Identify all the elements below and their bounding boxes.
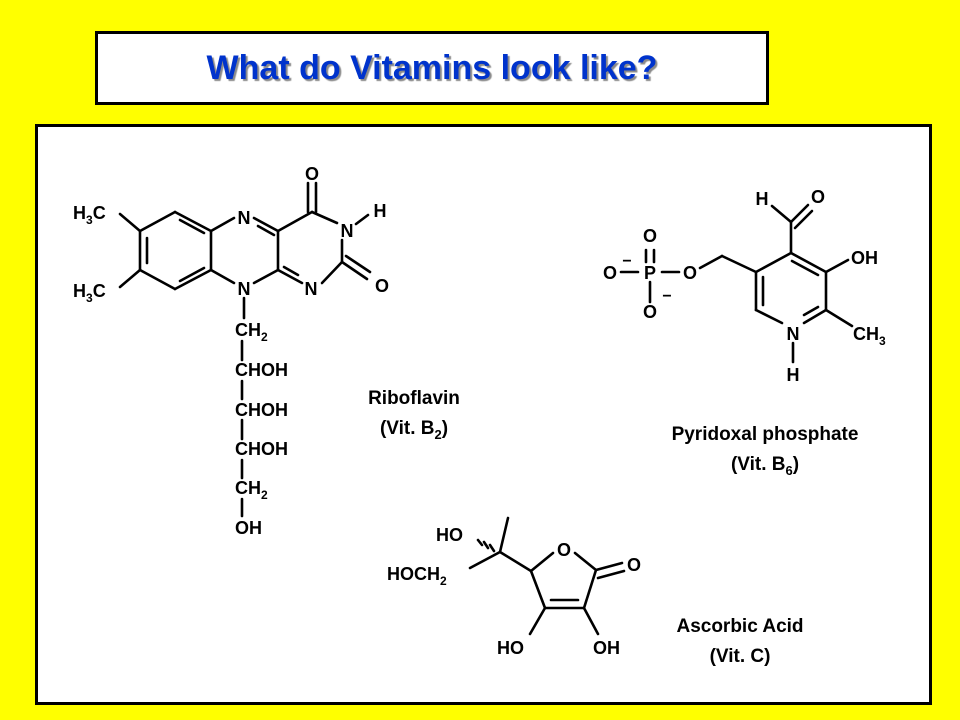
ascorbic-ho-top: HO [436,525,463,545]
ascorbic-oh-right: OH [593,638,620,658]
riboflavin-alias: (Vit. B2) [380,418,448,442]
pyridoxal-name: Pyridoxal phosphate [672,424,859,445]
riboflavin-name: Riboflavin [368,388,460,409]
riboflavin-o-top: O [305,164,319,184]
diagram-panel [35,124,932,705]
ascorbic-alias: (Vit. C) [710,646,771,667]
pyridoxal-h-aldehyde: H [756,189,769,209]
ascorbic-o-ring: O [557,540,571,560]
pyridoxal-o-right: O [683,263,697,283]
title-box: What do Vitamins look like? [95,31,769,105]
pyridoxal-p: P [644,263,656,283]
pyridoxal-h-n: H [787,365,800,385]
riboflavin-chain-choh-2: CHOH [235,400,288,420]
riboflavin-h: H [374,201,387,221]
pyridoxal-o-bottom: O [643,302,657,322]
pyridoxal-o-aldehyde: O [811,187,825,207]
riboflavin-n-top: N [238,208,251,228]
riboflavin-n-ring: N [341,221,354,241]
page-title: What do Vitamins look like? [206,48,658,87]
riboflavin-chain-choh-3: CHOH [235,439,288,459]
ascorbic-bonds [468,516,626,636]
pyridoxal-ch3: CH3 [853,324,886,348]
ascorbic-ho-left: HO [497,638,524,658]
riboflavin-chain-ch2-bottom: CH2 [235,478,268,502]
riboflavin-n-bottom: N [238,279,251,299]
riboflavin-n-mid: N [305,279,318,299]
pyridoxal-n: N [787,324,800,344]
riboflavin-chain-choh-1: CHOH [235,360,288,380]
ascorbic-o-carbonyl: O [627,555,641,575]
pyridoxal-minus-left: − [622,253,631,270]
riboflavin-o-right: O [375,276,389,296]
riboflavin-chain-ch2-top: CH2 [235,320,268,344]
pyridoxal-oh: OH [851,248,878,268]
riboflavin-methyl-bottom: H3C [73,281,106,305]
pyridoxal-minus-bottom: − [662,288,671,305]
riboflavin-structure: O N N H O N N H3C H3C CH2 CHOH CHOH CHOH… [73,164,460,538]
riboflavin-chain-oh: OH [235,518,262,538]
ascorbic-hoch2: HOCH2 [387,564,447,588]
riboflavin-methyl-top: H3C [73,203,106,227]
pyridoxal-bonds [619,203,854,364]
pyridoxal-o-top: O [643,226,657,246]
pyridoxal-alias: (Vit. B6) [731,454,799,478]
ascorbic-name: Ascorbic Acid [676,616,803,637]
riboflavin-bonds [118,181,372,518]
pyridoxal-phosphate-structure: O P O − O O − H O OH N H CH3 Pyridoxal p… [603,187,886,478]
ascorbic-acid-structure: HO HOCH2 O O HO OH Ascorbic Acid (Vit. C… [387,516,804,667]
pyridoxal-o-left: O [603,263,617,283]
